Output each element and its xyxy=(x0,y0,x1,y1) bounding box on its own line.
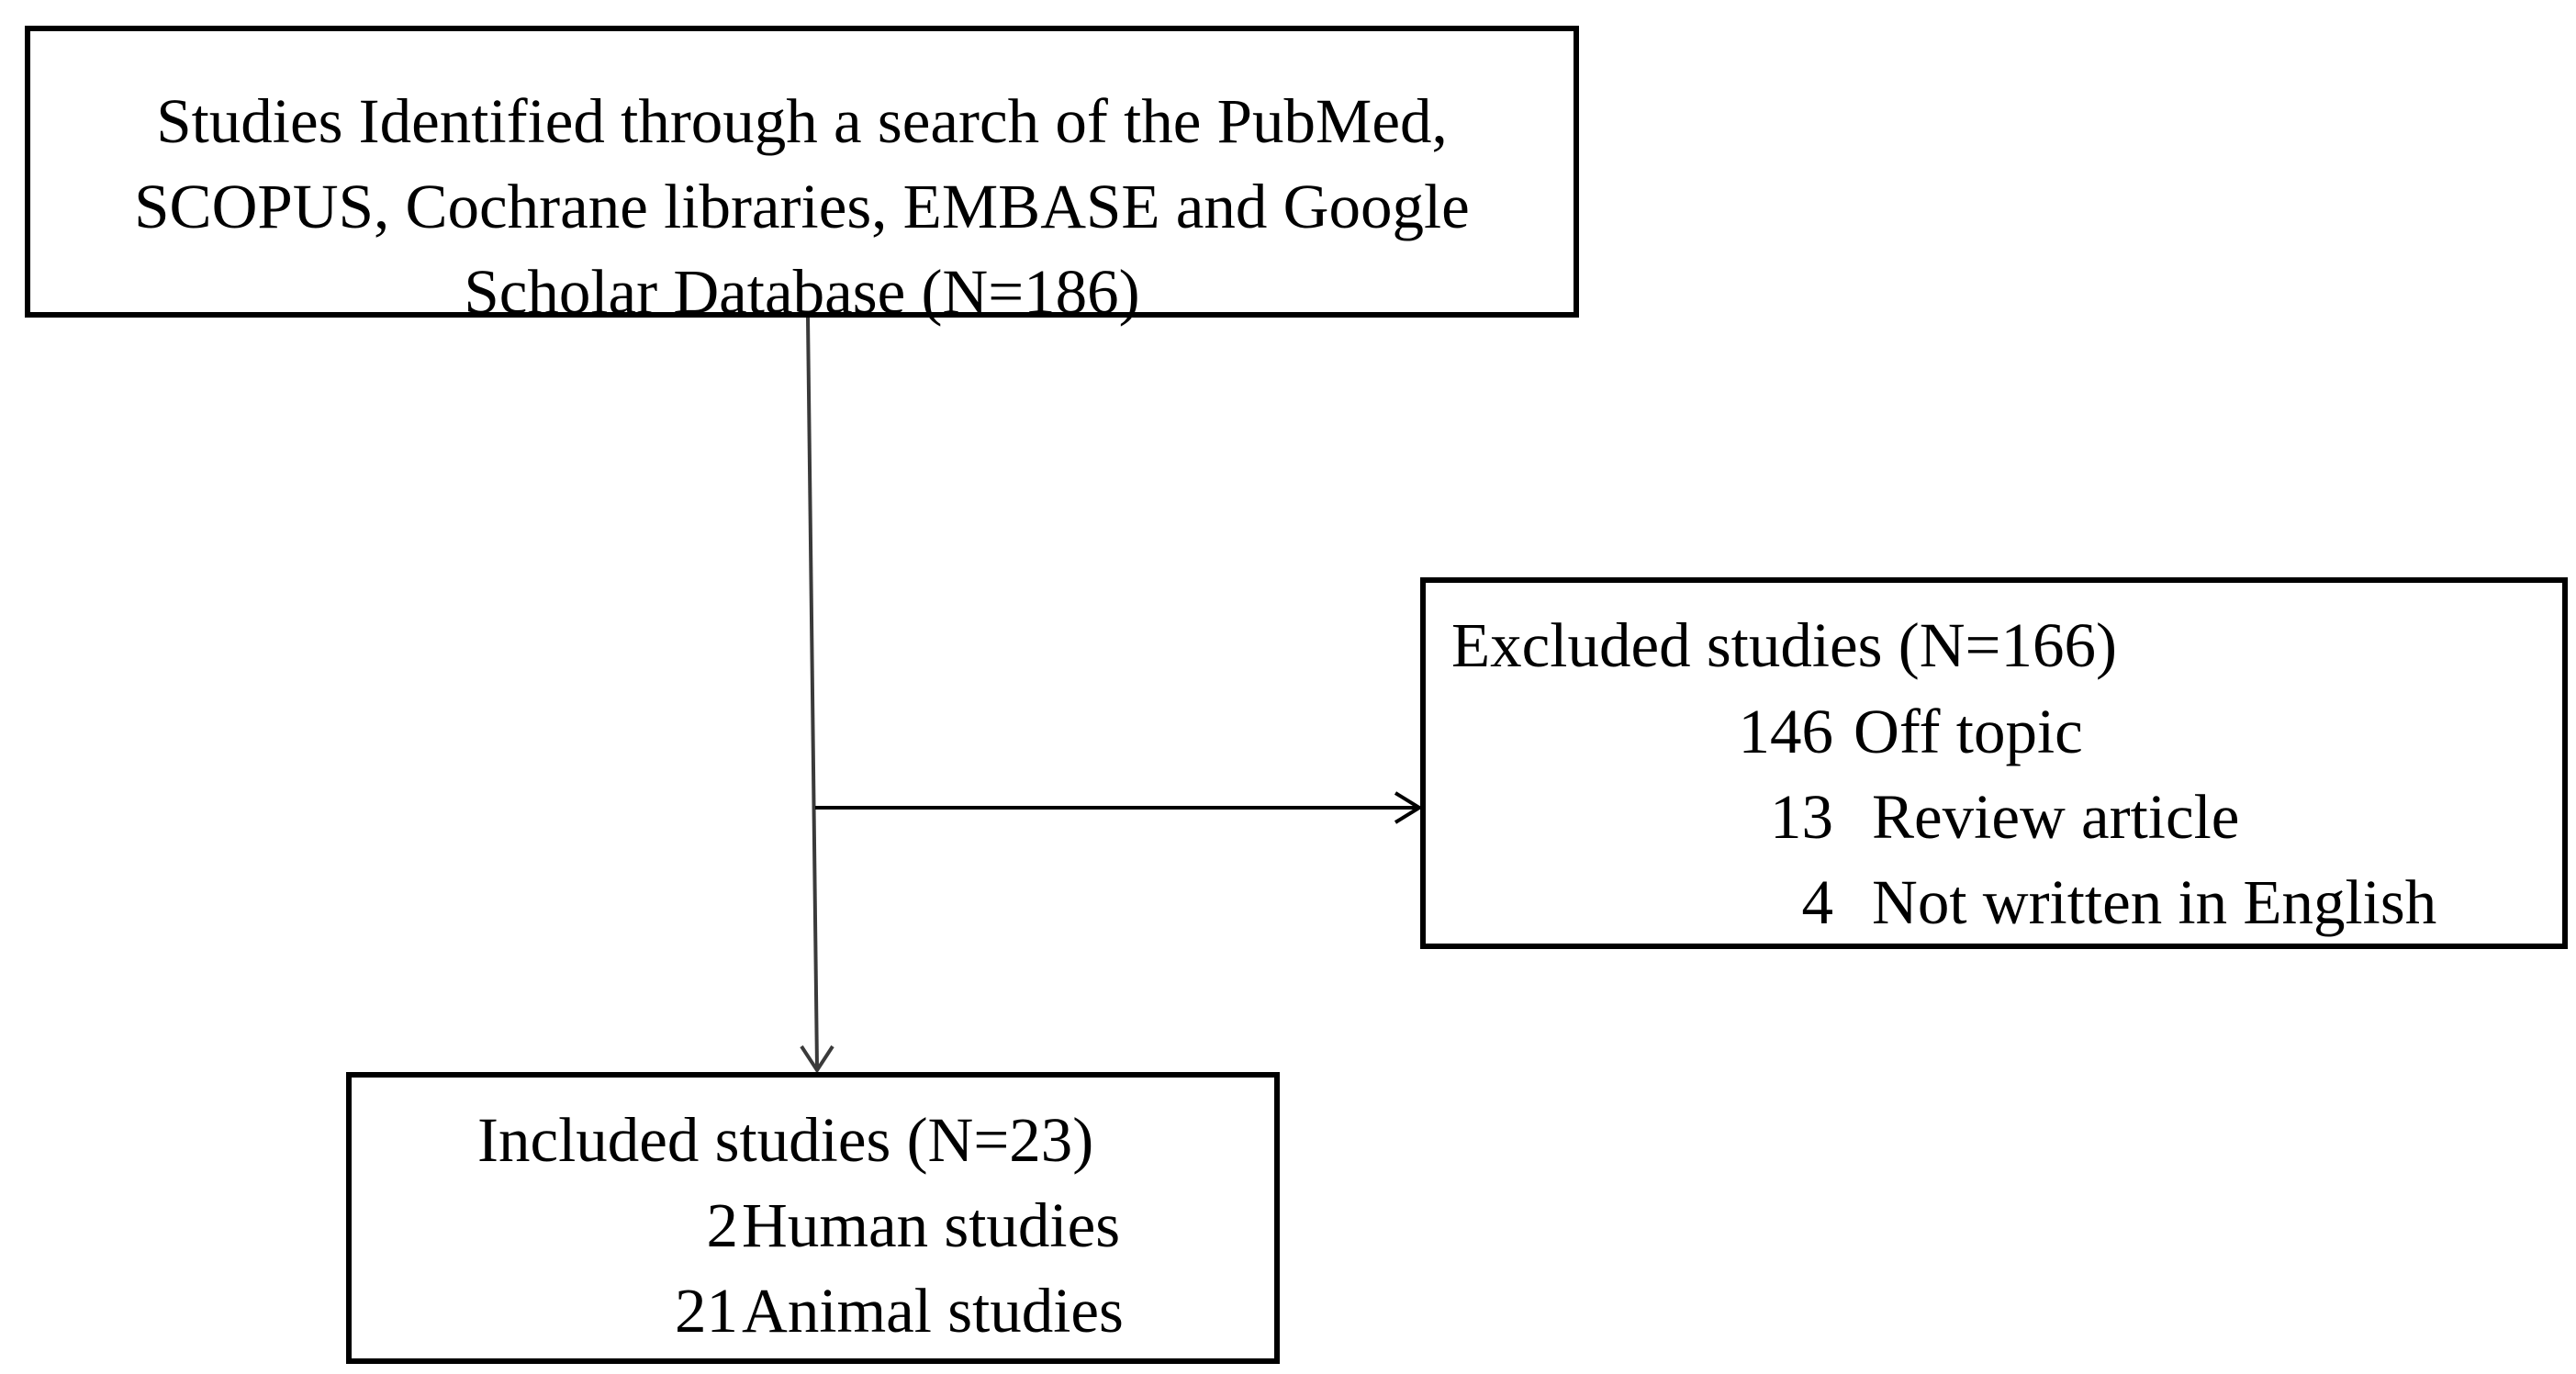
arrow-head-right xyxy=(1394,791,1423,824)
vertical-connector xyxy=(806,317,819,1069)
included-studies-box: Included studies (N=23) 2 Human studies … xyxy=(346,1072,1280,1364)
included-title: Included studies (N=23) xyxy=(477,1105,1094,1175)
search-results-box: Studies Identified through a search of t… xyxy=(25,26,1579,327)
excluded-label-review: Review article xyxy=(1872,782,2240,852)
search-line-1: Studies Identified through a search of t… xyxy=(156,86,1448,156)
search-line-3: Scholar Database (N=186) xyxy=(464,257,1140,327)
included-count-human: 2 xyxy=(706,1190,739,1260)
excluded-title: Excluded studies (N=166) xyxy=(1451,610,2117,680)
included-count-animal: 21 xyxy=(675,1276,738,1346)
search-line-2: SCOPUS, Cochrane libraries, EMBASE and G… xyxy=(134,172,1470,241)
excluded-label-off-topic: Off topic xyxy=(1854,697,2083,766)
included-label-human: Human studies xyxy=(742,1190,1121,1260)
excluded-count-off-topic: 146 xyxy=(1738,697,1834,766)
excluded-count-non-english: 4 xyxy=(1801,867,1834,937)
excluded-studies-box: Excluded studies (N=166) 146 Off topic 1… xyxy=(1420,577,2568,949)
excluded-count-review: 13 xyxy=(1770,782,1833,852)
arrow-head-down xyxy=(800,1044,834,1074)
excluded-label-non-english: Not written in English xyxy=(1872,867,2437,937)
included-label-animal: Animal studies xyxy=(742,1276,1124,1346)
